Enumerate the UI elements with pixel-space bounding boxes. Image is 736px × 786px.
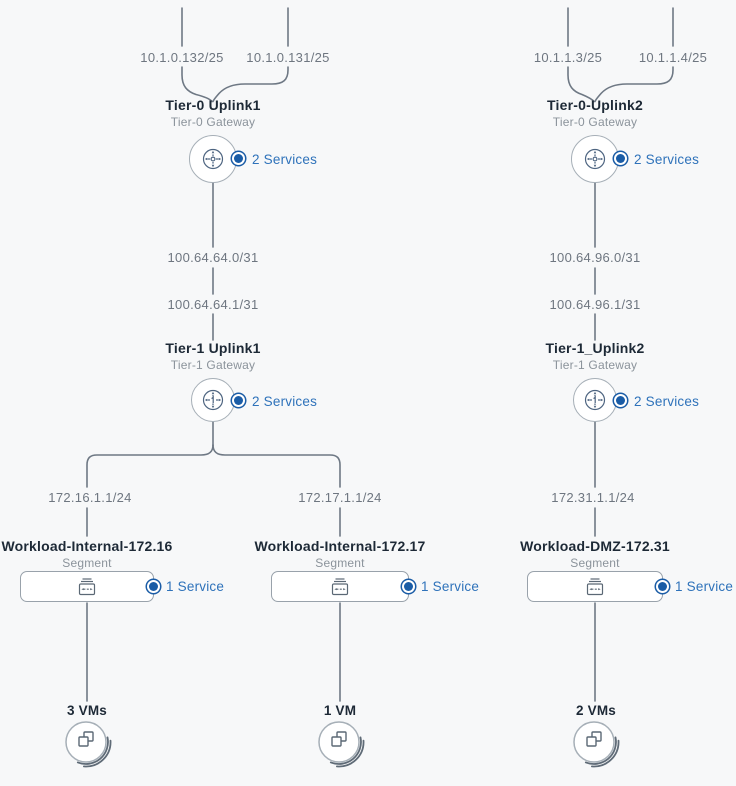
vm-group-node[interactable]: [60, 718, 124, 781]
gateway-header: Tier-1_Uplink2 Tier-1 Gateway: [545, 340, 644, 372]
tier0-gateway-node[interactable]: [571, 135, 619, 183]
segment-title: Workload-DMZ-172.31: [520, 538, 670, 554]
services-badge[interactable]: [404, 582, 413, 591]
services-link[interactable]: 2 Services: [634, 152, 700, 167]
segment-type-label: Segment: [62, 556, 112, 570]
ip-label: 10.1.1.4/25: [638, 50, 708, 65]
gateway-header: Tier-1 Uplink1 Tier-1 Gateway: [165, 340, 260, 372]
tier1-gateway-node[interactable]: [573, 378, 617, 422]
services-link[interactable]: 1 Service: [166, 579, 225, 594]
services-badge[interactable]: [658, 582, 667, 591]
ip-label: 100.64.96.1/31: [549, 297, 641, 312]
gateway-header: Tier-0 Uplink1 Tier-0 Gateway: [165, 97, 260, 129]
ip-label: 10.1.1.3/25: [533, 50, 603, 65]
gateway-title: Tier-1_Uplink2: [545, 340, 645, 356]
vm-count-label: 1 VM: [323, 703, 357, 718]
gateway-type-label: Tier-0 Gateway: [552, 115, 638, 129]
segment-header: Workload-Internal-172.16 Segment: [1, 538, 172, 570]
segment-icon: [78, 577, 96, 595]
vm-stack-icon: [573, 721, 620, 768]
ip-label: 10.1.0.132/25: [140, 50, 224, 65]
ip-label: 100.64.64.1/31: [167, 297, 259, 312]
tier1-gateway-node[interactable]: [191, 378, 235, 422]
segment-header: Workload-Internal-172.17 Segment: [254, 538, 425, 570]
services-link[interactable]: 2 Services: [252, 152, 318, 167]
vm-group-node[interactable]: [313, 718, 377, 781]
ip-label: 172.31.1.1/24: [551, 490, 635, 505]
gateway-title: Tier-0-Uplink2: [547, 97, 643, 113]
segment-icon: [331, 577, 349, 595]
ip-label: 172.16.1.1/24: [48, 490, 132, 505]
vm-group-node[interactable]: [568, 718, 632, 781]
tier0-gateway-node[interactable]: [189, 135, 237, 183]
segment-type-label: Segment: [315, 556, 365, 570]
edge-path: [212, 444, 341, 488]
services-link[interactable]: 1 Service: [675, 579, 734, 594]
segment-type-label: Segment: [570, 556, 620, 570]
services-badge[interactable]: [149, 582, 158, 591]
edge-path: [567, 66, 595, 103]
tier1-router-icon: [584, 389, 606, 411]
segment-title: Workload-Internal-172.17: [254, 538, 426, 554]
edge-path: [594, 66, 674, 103]
vm-count-label: 3 VMs: [66, 703, 108, 718]
gateway-type-label: Tier-0 Gateway: [170, 115, 256, 129]
ip-label: 172.17.1.1/24: [298, 490, 382, 505]
ip-label: 100.64.64.0/31: [167, 250, 259, 265]
segment-icon: [586, 577, 604, 595]
services-link[interactable]: 2 Services: [252, 394, 318, 409]
segment-node[interactable]: [527, 571, 663, 602]
services-badge[interactable]: [234, 396, 243, 405]
gateway-header: Tier-0-Uplink2 Tier-0 Gateway: [547, 97, 643, 129]
segment-node[interactable]: [271, 571, 409, 602]
edge-path: [212, 66, 289, 103]
services-badge[interactable]: [234, 154, 243, 163]
tier0-router-icon: [584, 148, 606, 170]
gateway-type-label: Tier-1 Gateway: [552, 358, 638, 372]
ip-label: 10.1.0.131/25: [246, 50, 330, 65]
services-badge[interactable]: [616, 396, 625, 405]
segment-title: Workload-Internal-172.16: [1, 538, 173, 554]
edge-path: [86, 444, 214, 488]
services-badge[interactable]: [616, 154, 625, 163]
segment-header: Workload-DMZ-172.31 Segment: [520, 538, 670, 570]
gateway-title: Tier-1 Uplink1: [165, 340, 261, 356]
vm-stack-icon: [318, 721, 365, 768]
vm-count-label: 2 VMs: [575, 703, 617, 718]
tier0-router-icon: [202, 148, 224, 170]
gateway-type-label: Tier-1 Gateway: [170, 358, 256, 372]
services-link[interactable]: 1 Service: [421, 579, 480, 594]
segment-node[interactable]: [20, 571, 154, 602]
vm-stack-icon: [65, 721, 112, 768]
ip-label: 100.64.96.0/31: [549, 250, 641, 265]
tier1-router-icon: [202, 389, 224, 411]
gateway-title: Tier-0 Uplink1: [165, 97, 261, 113]
services-link[interactable]: 2 Services: [634, 394, 700, 409]
edge-path: [181, 66, 213, 103]
